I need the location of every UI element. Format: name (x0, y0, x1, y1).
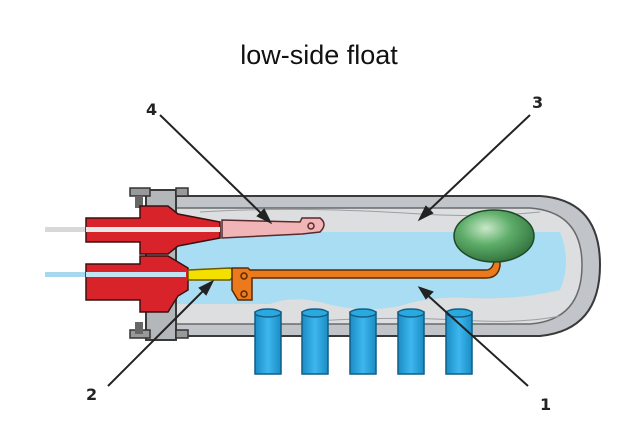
pink-lever (221, 217, 325, 239)
callout-3: 3 (532, 93, 543, 112)
leader-lines (107, 114, 531, 387)
needle-valve (187, 267, 240, 281)
callout-1: 1 (540, 395, 551, 414)
red-fittings (85, 205, 221, 313)
diagram-title: low-side float (240, 40, 398, 70)
callout-4: 4 (146, 100, 157, 119)
float-ball (453, 209, 535, 263)
callout-2: 2 (86, 385, 97, 404)
evaporator-tubes (254, 308, 473, 375)
